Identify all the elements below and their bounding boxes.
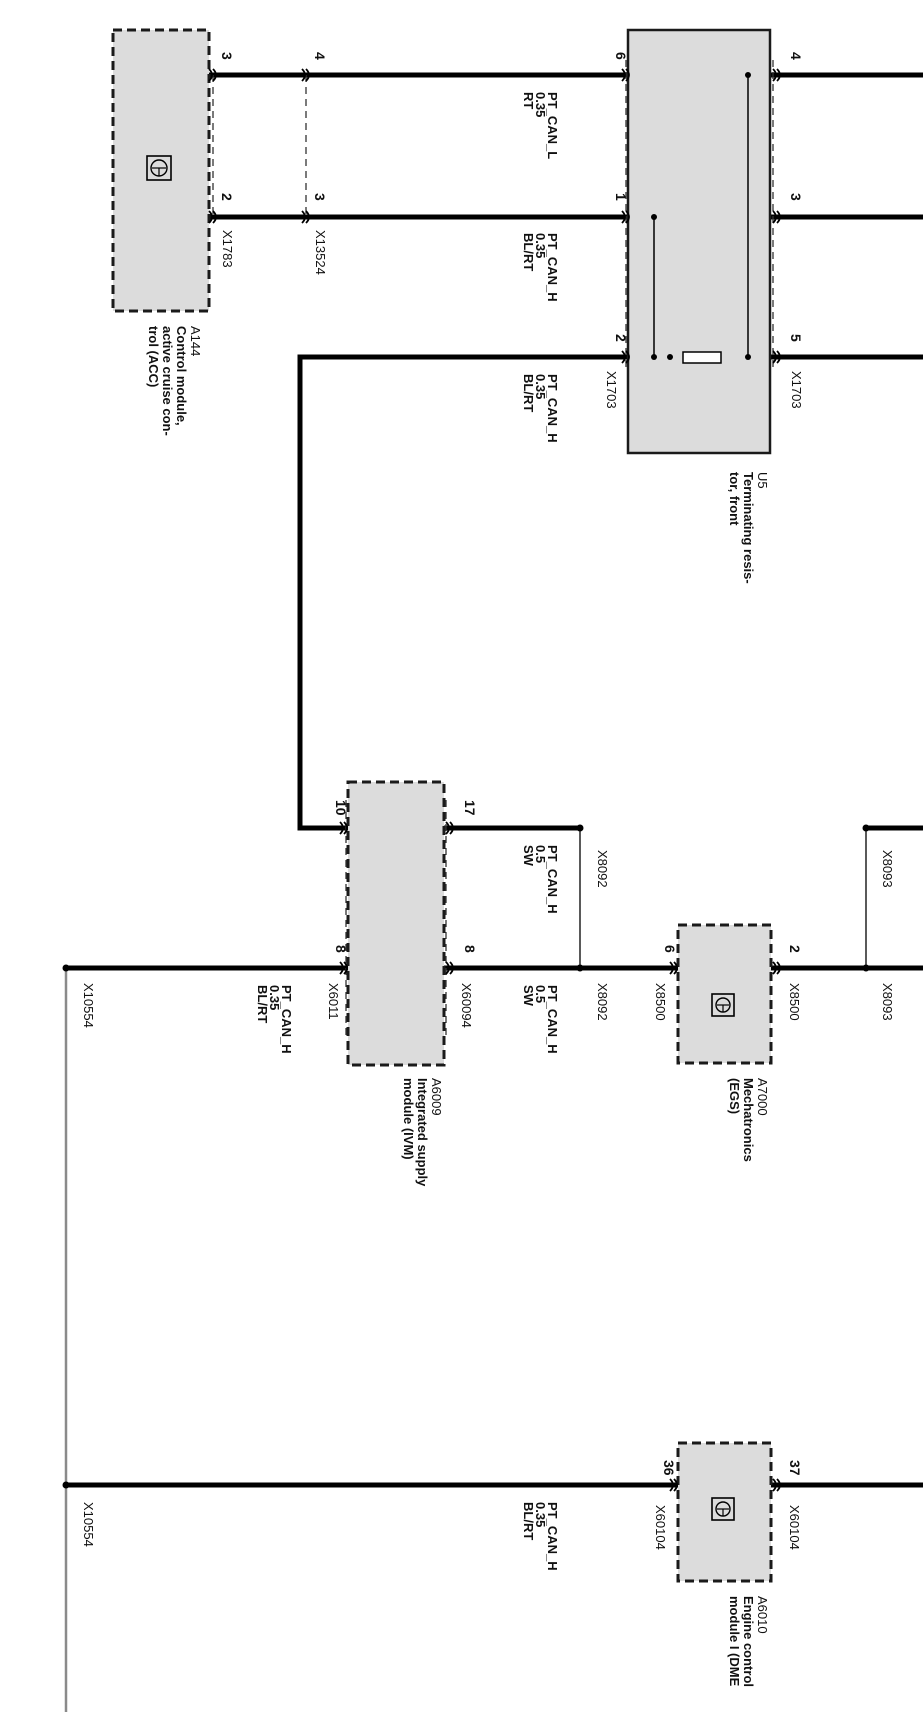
component-name: trol (ACC) — [146, 326, 161, 387]
component-name: tor, front — [727, 472, 742, 526]
junction-x10554-top — [62, 964, 70, 972]
pin-label: 3 — [788, 193, 804, 201]
plug-symbols — [208, 68, 781, 1492]
connector-label: X13524 — [313, 230, 328, 275]
wire-signal: PT_CAN_H — [545, 845, 560, 914]
pin-label: 2 — [787, 945, 803, 953]
pin-label: 8 — [462, 945, 478, 953]
connector-label: X8092 — [595, 983, 610, 1021]
wire-color: BL/RT — [521, 1502, 536, 1540]
connector-label: X8093 — [880, 850, 895, 888]
connector-label: X10554 — [81, 983, 96, 1028]
junction-x8093-bottom — [862, 964, 870, 972]
component-name: module I (DME — [727, 1596, 742, 1687]
wire-size: 0.5 — [533, 985, 548, 1003]
component-name: module (IVM) — [401, 1078, 416, 1160]
component-name: Engine control — [741, 1596, 756, 1687]
wire-signal: PT_CAN_H — [545, 1502, 560, 1571]
wire-color: BL/RT — [255, 985, 270, 1023]
pin-label: 3 — [219, 52, 235, 60]
module-icon — [711, 1497, 735, 1521]
pin-label: 6 — [662, 945, 678, 953]
component-id: A6010 — [755, 1596, 770, 1634]
connector-label: X60104 — [653, 1505, 668, 1550]
pin-label: 36 — [661, 1460, 677, 1476]
wire-signal: PT_CAN_H — [545, 985, 560, 1054]
junction-x10554-bottom — [62, 1481, 70, 1489]
connector-label: X60094 — [459, 983, 474, 1028]
wire-color: RT — [521, 92, 536, 109]
pin-label: 8 — [333, 945, 349, 953]
wire-size: 0.35 — [533, 92, 548, 117]
wire-pt-can-h-u5-to-ivm — [297, 354, 923, 831]
wire-signal: PT_CAN_H — [545, 374, 560, 443]
component-name: Control module, — [174, 326, 189, 426]
connector-label: X1703 — [789, 371, 804, 409]
resistor-network — [651, 72, 751, 360]
wire-color: BL/RT — [521, 233, 536, 271]
component-name: active cruise con- — [160, 326, 175, 436]
component-a6010 — [676, 1441, 773, 1583]
pin-label: 4 — [788, 52, 804, 60]
pin-label: 10 — [333, 800, 349, 816]
connector-label: X8093 — [880, 983, 895, 1021]
wire-signal: PT_CAN_L — [545, 92, 560, 159]
connector-label: X1783 — [220, 230, 235, 268]
connector-label: X60104 — [787, 1505, 802, 1550]
pin-label: 17 — [462, 800, 478, 816]
connector-label: X8500 — [653, 983, 668, 1021]
pin-label: 6 — [613, 52, 629, 60]
module-icon — [711, 993, 735, 1017]
pin-label: 5 — [788, 334, 804, 342]
junction-x8093-top — [862, 824, 870, 832]
component-id: A144 — [188, 326, 203, 356]
wire-size: 0.35 — [533, 233, 548, 258]
wire-color: SW — [521, 985, 536, 1007]
pin-label: 2 — [219, 193, 235, 201]
connector-label: X1703 — [604, 371, 619, 409]
junction-x8092-top — [576, 824, 584, 832]
component-id: U5 — [755, 472, 770, 489]
pin-label: 1 — [613, 193, 629, 201]
connector-label: X8500 — [787, 983, 802, 1021]
connector-label: X6011 — [326, 983, 341, 1020]
component-id: A7000 — [755, 1078, 770, 1116]
component-u5 — [626, 28, 772, 455]
component-name: (EGS) — [727, 1078, 742, 1114]
wire-size: 0.35 — [267, 985, 282, 1010]
pin-label: 4 — [312, 52, 328, 60]
resistor-icon — [682, 351, 722, 364]
wire-size: 0.5 — [533, 845, 548, 863]
component-name: Terminating resis- — [741, 472, 756, 584]
component-name: Mechatronics — [741, 1078, 756, 1162]
connector-label: X10554 — [81, 1502, 96, 1547]
pin-label: 3 — [312, 193, 328, 201]
connector-label: X8092 — [595, 850, 610, 888]
pin-label: 2 — [613, 334, 629, 342]
wire-signal: PT_CAN_H — [545, 233, 560, 302]
junction-x8092-bottom — [576, 964, 584, 972]
component-a144 — [111, 28, 211, 313]
pin-label: 37 — [787, 1460, 803, 1476]
wire-color: SW — [521, 845, 536, 867]
component-id: A6009 — [429, 1078, 444, 1116]
wire-size: 0.35 — [533, 1502, 548, 1527]
component-name: Integrated supply — [415, 1078, 430, 1187]
component-a6009 — [346, 780, 446, 1067]
module-icon — [146, 155, 172, 181]
wire-color: BL/RT — [521, 374, 536, 412]
wire-signal: PT_CAN_H — [279, 985, 294, 1054]
wire-size: 0.35 — [533, 374, 548, 399]
